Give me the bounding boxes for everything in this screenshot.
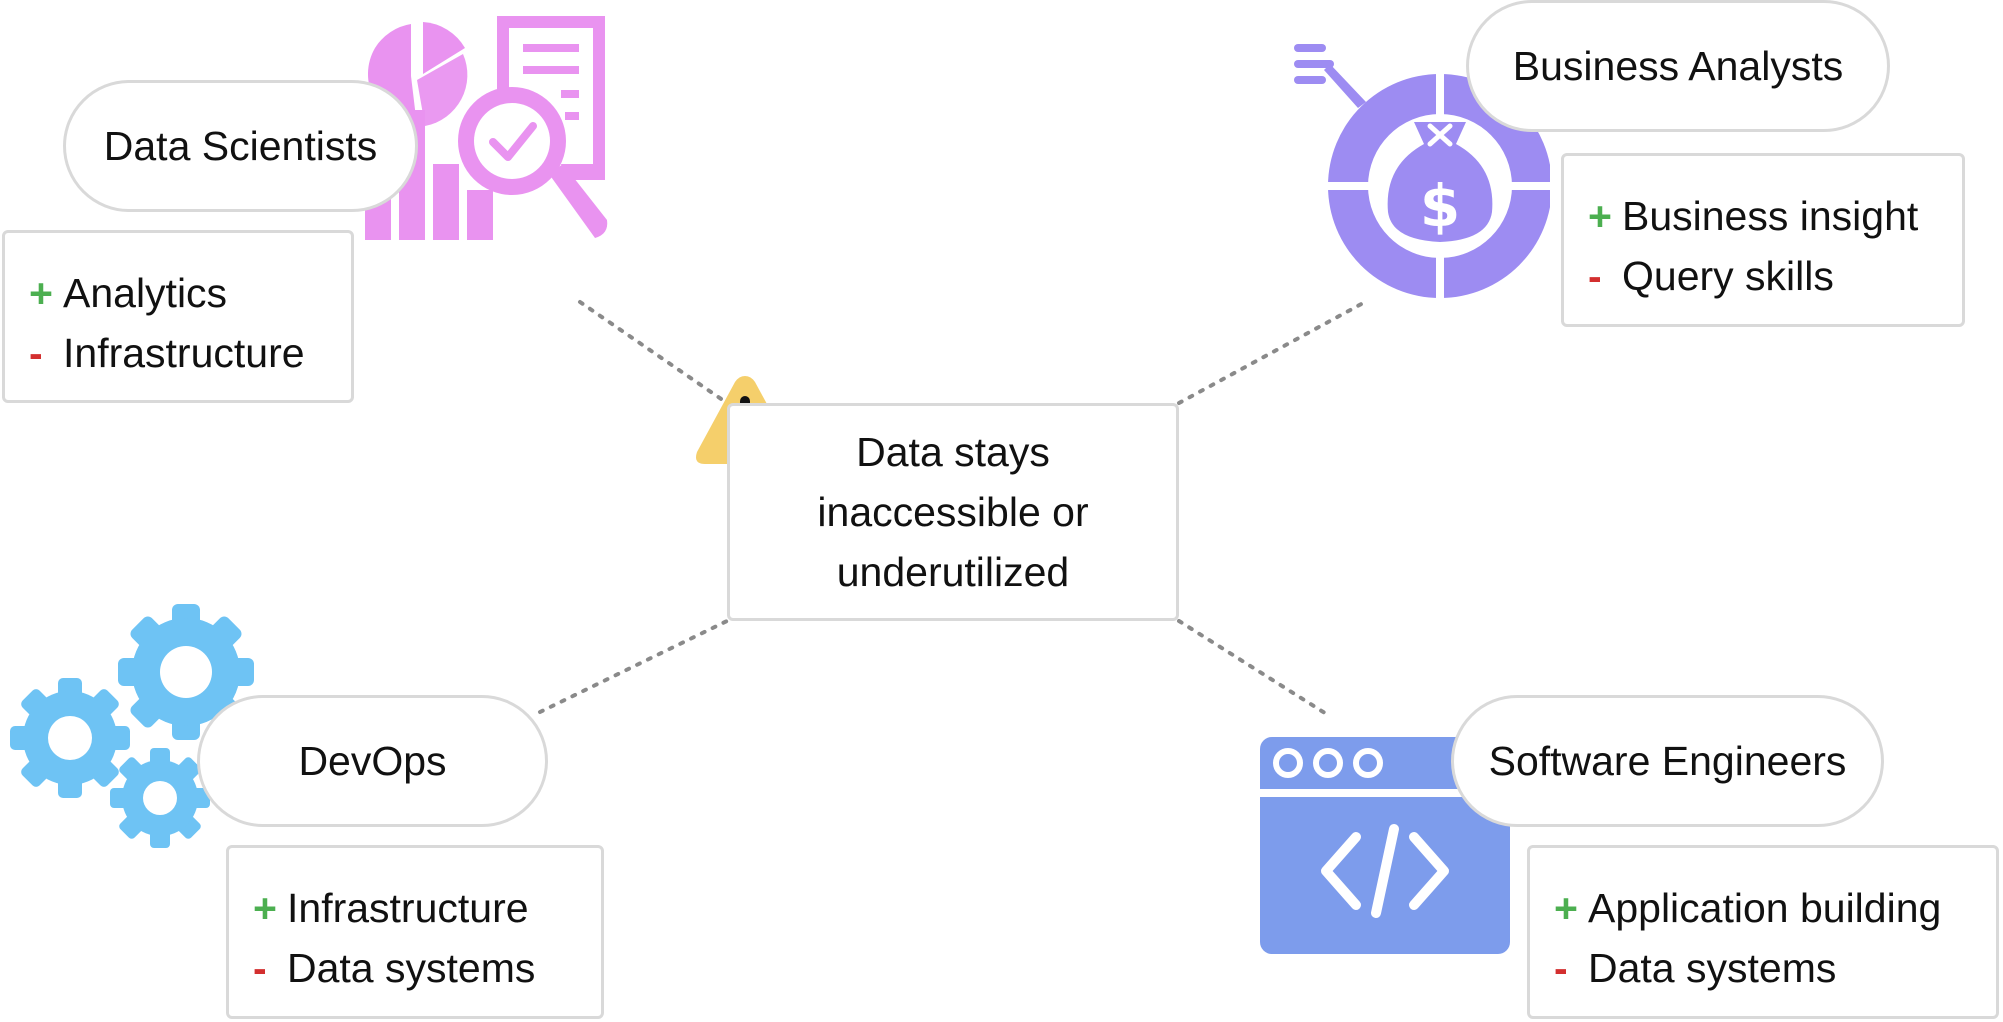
role-title-devops: DevOps xyxy=(197,695,548,827)
plus-sign: + xyxy=(1554,885,1578,931)
gap-text: Infrastructure xyxy=(63,330,305,376)
minus-sign: - xyxy=(253,945,267,991)
connector-business-analysts xyxy=(1177,300,1367,405)
connector-data-scientists xyxy=(578,300,729,405)
connector-software-engineers xyxy=(1177,619,1330,717)
plus-sign: + xyxy=(253,885,277,931)
role-card-software-engineers: +Application building -Data systems xyxy=(1527,845,1999,1019)
code-window-icon xyxy=(1260,737,1510,954)
minus-sign: - xyxy=(1554,945,1568,991)
role-card-business-analysts: +Business insight -Query skills xyxy=(1561,153,1965,327)
minus-sign: - xyxy=(29,330,43,376)
strength-text: Analytics xyxy=(63,270,228,316)
gap-text: Query skills xyxy=(1622,253,1834,299)
plus-sign: + xyxy=(1588,193,1612,239)
gap-line: -Data systems xyxy=(1554,938,1996,998)
role-card-data-scientists: +Analytics -Infrastructure xyxy=(2,230,354,403)
strength-line: +Infrastructure xyxy=(253,878,601,938)
strength-line: +Analytics xyxy=(29,263,351,323)
strength-text: Infrastructure xyxy=(287,885,529,931)
money-bag-chart-icon: $ xyxy=(1294,44,1550,300)
role-title-business-analysts: Business Analysts xyxy=(1466,0,1890,132)
gap-line: -Data systems xyxy=(253,938,601,998)
role-title-software-engineers: Software Engineers xyxy=(1451,695,1884,827)
role-card-devops: +Infrastructure -Data systems xyxy=(226,845,604,1019)
gears-icon xyxy=(10,604,254,848)
gap-text: Data systems xyxy=(287,945,536,991)
strength-line: +Business insight xyxy=(1588,186,1962,246)
gap-text: Data systems xyxy=(1588,945,1837,991)
plus-sign: + xyxy=(29,270,53,316)
strength-line: +Application building xyxy=(1554,878,1996,938)
gap-line: -Query skills xyxy=(1588,246,1962,306)
gap-line: -Infrastructure xyxy=(29,323,351,383)
svg-text:$: $ xyxy=(1420,172,1460,240)
connector-devops xyxy=(538,619,729,714)
minus-sign: - xyxy=(1588,253,1602,299)
central-problem-box: Data stays inaccessible or underutilized xyxy=(727,403,1179,621)
role-title-data-scientists: Data Scientists xyxy=(63,80,418,212)
central-problem-text: Data stays inaccessible or underutilized xyxy=(817,429,1089,595)
strength-text: Business insight xyxy=(1622,193,1919,239)
strength-text: Application building xyxy=(1588,885,1942,931)
